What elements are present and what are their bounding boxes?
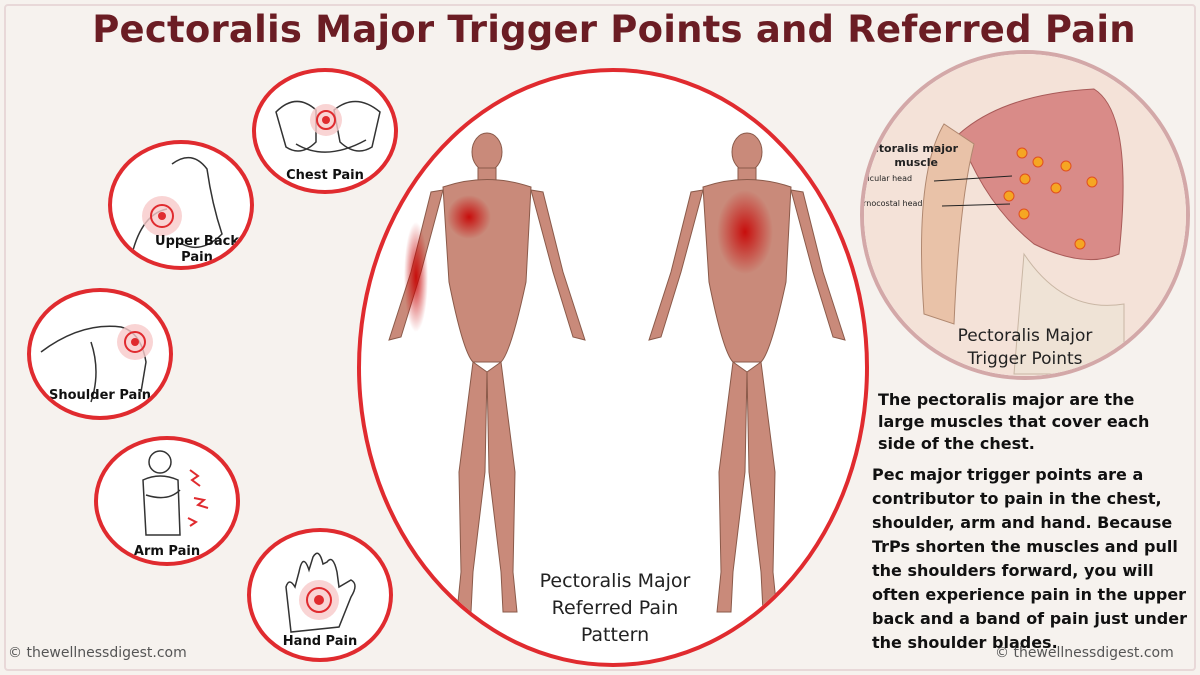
referred-pain-caption: Pectoralis Major Referred Pain Pattern [505,568,725,649]
front-chest-pain-zone [447,195,491,239]
chest-pain-circle: Chest Pain [252,68,398,194]
tp-label-sternocostal: Sternocostal head [863,199,923,208]
arm-pain-circle: Arm Pain [94,436,240,566]
page-title: Pectoralis Major Trigger Points and Refe… [92,8,1136,51]
tp-heading-1: Pectoralis major [860,142,958,155]
upper-back-illustration [131,156,223,255]
chest-pain-label: Chest Pain [286,168,364,183]
front-arm-pain-zone [404,222,428,332]
referred-pain-oval [357,68,869,667]
chest-pain-illustration [275,100,381,153]
referred-pain-caption-1: Pectoralis Major [539,570,691,592]
hand-illustration [285,552,356,633]
shoulder-pain-label: Shoulder Pain [49,388,151,403]
upper-back-pain-label-2: Pain [181,250,213,265]
hand-pain-label: Hand Pain [282,634,358,649]
upper-back-pain-circle: Upper Back Pain [108,140,254,270]
upper-back-pain-label-1: Upper Back [155,234,239,249]
arm-illustration [142,450,209,536]
trigger-points-caption: Pectoralis Major Trigger Points [905,325,1145,371]
shoulder-pain-circle: Shoulder Pain [27,288,173,420]
referred-pain-caption-3: Pattern [580,624,650,646]
referred-pain-caption-2: Referred Pain [551,597,679,619]
trigger-points-caption-1: Pectoralis Major [957,326,1093,346]
copyright-left: © thewellnessdigest.com [8,645,187,661]
tp-heading-2: muscle [894,156,938,169]
tp-label-clavicular: Clavicular head [862,174,913,183]
shoulder-illustration [40,324,153,403]
trigger-points-circle: Pectoralis major muscle Clavicular head … [860,50,1190,380]
trigger-points-illustration [864,54,1186,376]
trigger-points-caption-2: Trigger Points [967,349,1083,369]
muscle-figures [388,132,846,613]
copyright-right: © thewellnessdigest.com [995,645,1174,661]
description-para-2: Pec major trigger points are a contribut… [872,465,1187,652]
arm-pain-label: Arm Pain [133,544,201,559]
trigger-point-markers [1003,147,1098,250]
hand-pain-circle: Hand Pain [247,528,393,662]
back-upper-pain-zone [717,190,773,274]
description-para-1: The pectoralis major are the large muscl… [878,390,1150,453]
